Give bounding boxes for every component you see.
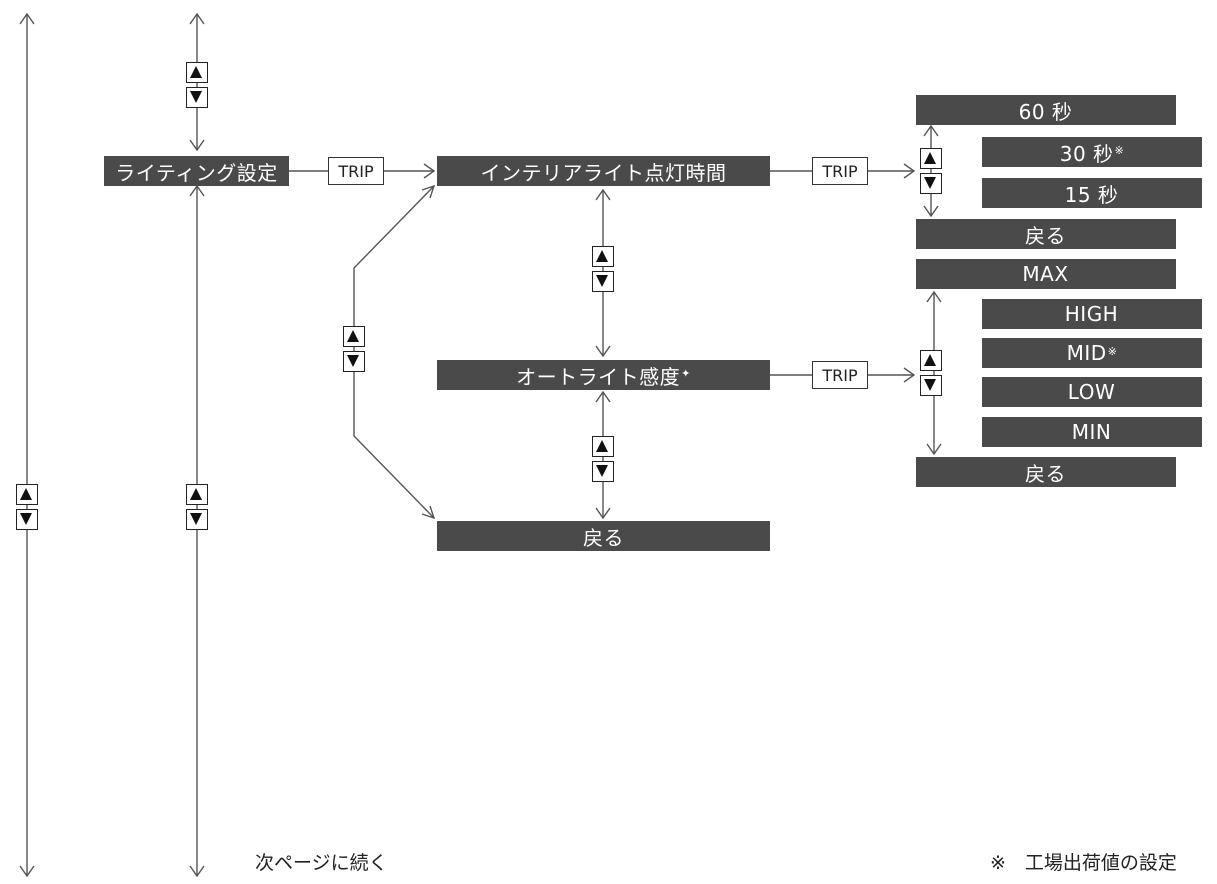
lighting-setting-box: ライティング設定 [104,156,289,186]
up-arrow-icon [186,484,208,505]
continue-next-page: 次ページに続く [255,852,388,874]
down-arrow-icon [186,87,208,108]
auto-light-mark: ✦ [681,366,691,380]
sensitivity-option: LOW [982,377,1202,407]
sensitivity-option-label: MIN [1071,420,1112,444]
auto-light-sensitivity-box: オートライト感度✦ [437,360,770,390]
updown-keys-mid-lower [592,436,614,482]
sensitivity-option: HIGH [982,299,1202,329]
time-option: 15 秒 [982,178,1202,208]
up-arrow-icon [592,436,614,457]
back-main-box: 戻る [437,521,770,551]
time-option: 戻る [916,219,1176,249]
trip-label: TRIP [822,161,858,181]
sensitivity-option-label: 戻る [1025,461,1066,486]
time-option-label: 30 秒 [1059,141,1114,166]
sensitivity-option: MID※ [982,338,1202,368]
auto-light-sensitivity-label: オートライト感度 [516,364,681,389]
sensitivity-option-label: MAX [1022,262,1069,286]
updown-keys-second [186,484,208,530]
interior-light-time-box: インテリアライト点灯時間 [437,156,770,186]
up-arrow-icon [920,148,942,169]
back-main-label: 戻る [583,525,624,550]
time-option: 30 秒※ [982,137,1202,167]
time-option-label: 60 秒 [1018,99,1073,124]
time-option: 60 秒 [916,95,1176,125]
down-arrow-icon [343,351,365,372]
trip-key-3: TRIP [812,361,868,389]
default-mark: ※ [1107,344,1118,358]
down-arrow-icon [186,509,208,530]
factory-default-note: ※ 工場出荷値の設定 [990,852,1177,874]
sensitivity-option: MIN [982,417,1202,447]
updown-keys-left [16,484,38,530]
time-option-label: 戻る [1025,223,1066,248]
sensitivity-option-label: HIGH [1064,302,1119,326]
updown-keys-top [186,62,208,108]
sensitivity-option-label: LOW [1067,380,1116,404]
trip-key-1: TRIP [328,157,384,185]
trip-label: TRIP [822,365,858,385]
updown-keys-branch [343,326,365,372]
lighting-setting-label: ライティング設定 [115,160,278,185]
up-arrow-icon [343,326,365,347]
updown-keys-time [920,148,942,194]
up-arrow-icon [186,62,208,83]
up-arrow-icon [16,484,38,505]
down-arrow-icon [592,271,614,292]
interior-light-time-label: インテリアライト点灯時間 [480,160,727,185]
trip-key-2: TRIP [812,157,868,185]
trip-label: TRIP [338,161,374,181]
updown-keys-sensitivity [920,350,942,396]
default-mark: ※ [1114,143,1125,157]
sensitivity-option: MAX [916,259,1176,289]
down-arrow-icon [920,375,942,396]
down-arrow-icon [592,461,614,482]
up-arrow-icon [920,350,942,371]
updown-keys-mid-upper [592,246,614,292]
up-arrow-icon [592,246,614,267]
down-arrow-icon [920,173,942,194]
sensitivity-option: 戻る [916,457,1176,487]
down-arrow-icon [16,509,38,530]
time-option-label: 15 秒 [1064,182,1119,207]
sensitivity-option-label: MID [1066,341,1107,365]
